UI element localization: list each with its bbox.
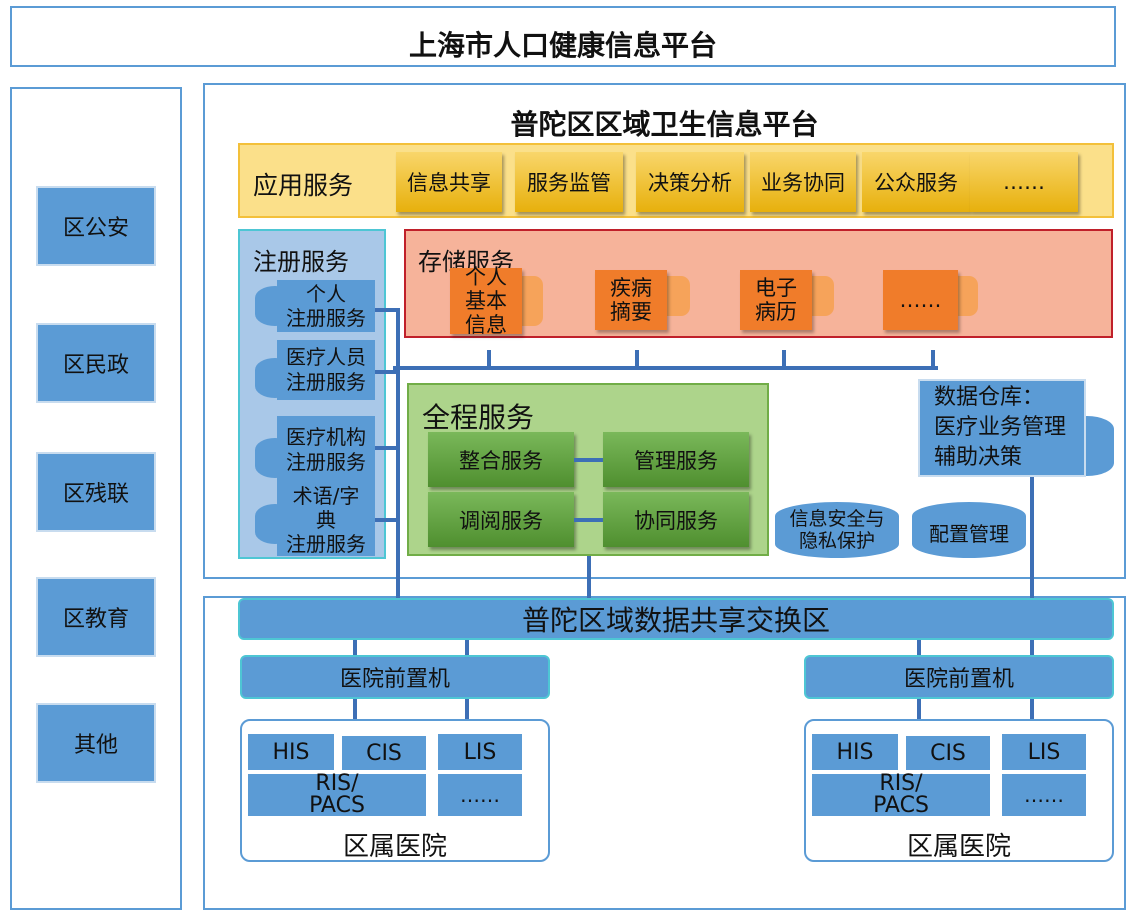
- reg-connector-4: [375, 518, 397, 522]
- h1-frontend-button[interactable]: 医院前置机: [240, 655, 550, 699]
- reg-institution-button[interactable]: 医疗机构 注册服务: [277, 416, 375, 484]
- side-item-other[interactable]: 其他: [36, 703, 156, 783]
- storage-drop-4: [931, 350, 935, 368]
- app-decision-analysis-button[interactable]: 决策分析: [636, 152, 744, 212]
- h2-ris-pacs-box[interactable]: RIS/ PACS: [812, 773, 990, 817]
- h1-ris-pacs-box[interactable]: RIS/ PACS: [248, 773, 426, 817]
- h1-drop-left: [353, 640, 357, 656]
- side-item-education[interactable]: 区教育: [36, 577, 156, 657]
- storage-disease-button[interactable]: 疾病 摘要: [595, 270, 667, 330]
- top-title: 上海市人口健康信息平台: [408, 29, 717, 62]
- config-cylinder[interactable]: [912, 502, 1026, 558]
- app-business-collab-button[interactable]: 业务协同: [750, 152, 856, 212]
- reg-connector-3: [375, 446, 397, 450]
- config-label: 配置管理: [929, 522, 1009, 546]
- storage-drop-2: [635, 350, 639, 368]
- h2-link-right: [1030, 699, 1034, 719]
- h1-link-right: [465, 699, 469, 719]
- data-warehouse-box[interactable]: 数据仓库： 医疗业务管理 辅助决策: [918, 379, 1086, 477]
- app-more-button[interactable]: ……: [970, 152, 1078, 212]
- security-cylinder[interactable]: [775, 502, 899, 558]
- h2-cis-box[interactable]: CIS: [906, 736, 990, 770]
- full-process-connector-bottom: [574, 518, 603, 522]
- app-public-service-button[interactable]: 公众服务: [862, 152, 970, 212]
- h1-his-box[interactable]: HIS: [248, 734, 334, 770]
- storage-bus-line: [393, 366, 938, 370]
- district-platform-title: 普陀区区域卫生信息平台: [510, 108, 819, 141]
- side-item-disabled-federation[interactable]: 区残联: [36, 452, 156, 532]
- registration-label: 注册服务: [253, 248, 349, 276]
- reg-personal-button[interactable]: 个人 注册服务: [277, 280, 375, 332]
- h2-drop-right: [1030, 640, 1034, 656]
- top-title-frame: [10, 6, 1116, 67]
- h2-lis-box[interactable]: LIS: [1002, 734, 1086, 770]
- full-process-label: 全程服务: [422, 401, 535, 434]
- storage-personal-button[interactable]: 个人 基本 信息: [450, 265, 522, 337]
- h1-link-left: [353, 699, 357, 719]
- reg-connector-1: [375, 308, 397, 312]
- h1-cis-box[interactable]: CIS: [342, 736, 426, 770]
- reg-medical-staff-button[interactable]: 医疗人员 注册服务: [277, 340, 375, 400]
- side-item-police[interactable]: 区公安: [36, 186, 156, 266]
- exchange-zone-bar[interactable]: 普陀区域数据共享交换区: [238, 598, 1114, 640]
- storage-drop-1: [487, 350, 491, 368]
- app-services-label: 应用服务: [253, 171, 354, 200]
- app-info-sharing-button[interactable]: 信息共享: [396, 152, 502, 212]
- side-item-civil-affairs[interactable]: 区民政: [36, 323, 156, 403]
- h2-hospital-label: 区属医院: [906, 832, 1011, 862]
- storage-more-button[interactable]: ……: [883, 270, 958, 330]
- h1-hospital-label: 区属医院: [342, 832, 447, 862]
- security-label: 信息安全与 隐私保护: [789, 508, 885, 552]
- h2-drop-left: [917, 640, 921, 656]
- storage-emr-button[interactable]: 电子 病历: [740, 270, 812, 330]
- h1-drop-right: [465, 640, 469, 656]
- full-process-connector-top: [574, 458, 603, 462]
- warehouse-trunk-line: [1030, 476, 1034, 598]
- management-service-button[interactable]: 管理服务: [603, 432, 749, 487]
- h2-more-box[interactable]: ……: [1002, 774, 1086, 816]
- storage-drop-3: [782, 350, 786, 368]
- h2-link-left: [917, 699, 921, 719]
- collaboration-service-button[interactable]: 协同服务: [603, 492, 749, 547]
- h1-lis-box[interactable]: LIS: [438, 734, 522, 770]
- reg-terminology-button[interactable]: 术语/字 典 注册服务: [277, 484, 375, 556]
- reg-connector-2: [375, 370, 397, 374]
- h1-more-box[interactable]: ……: [438, 774, 522, 816]
- integration-service-button[interactable]: 整合服务: [428, 432, 574, 487]
- reg-trunk-line: [396, 308, 400, 598]
- app-service-supervision-button[interactable]: 服务监管: [515, 152, 623, 212]
- h2-frontend-button[interactable]: 医院前置机: [804, 655, 1114, 699]
- h2-his-box[interactable]: HIS: [812, 734, 898, 770]
- review-service-button[interactable]: 调阅服务: [428, 492, 574, 547]
